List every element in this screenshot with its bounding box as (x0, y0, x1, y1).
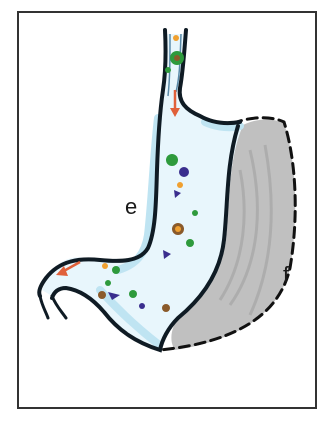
label-f: f (283, 264, 289, 286)
pylorus-outline (40, 296, 66, 318)
label-e: e (125, 196, 137, 218)
stomach-right-outline (180, 30, 240, 123)
